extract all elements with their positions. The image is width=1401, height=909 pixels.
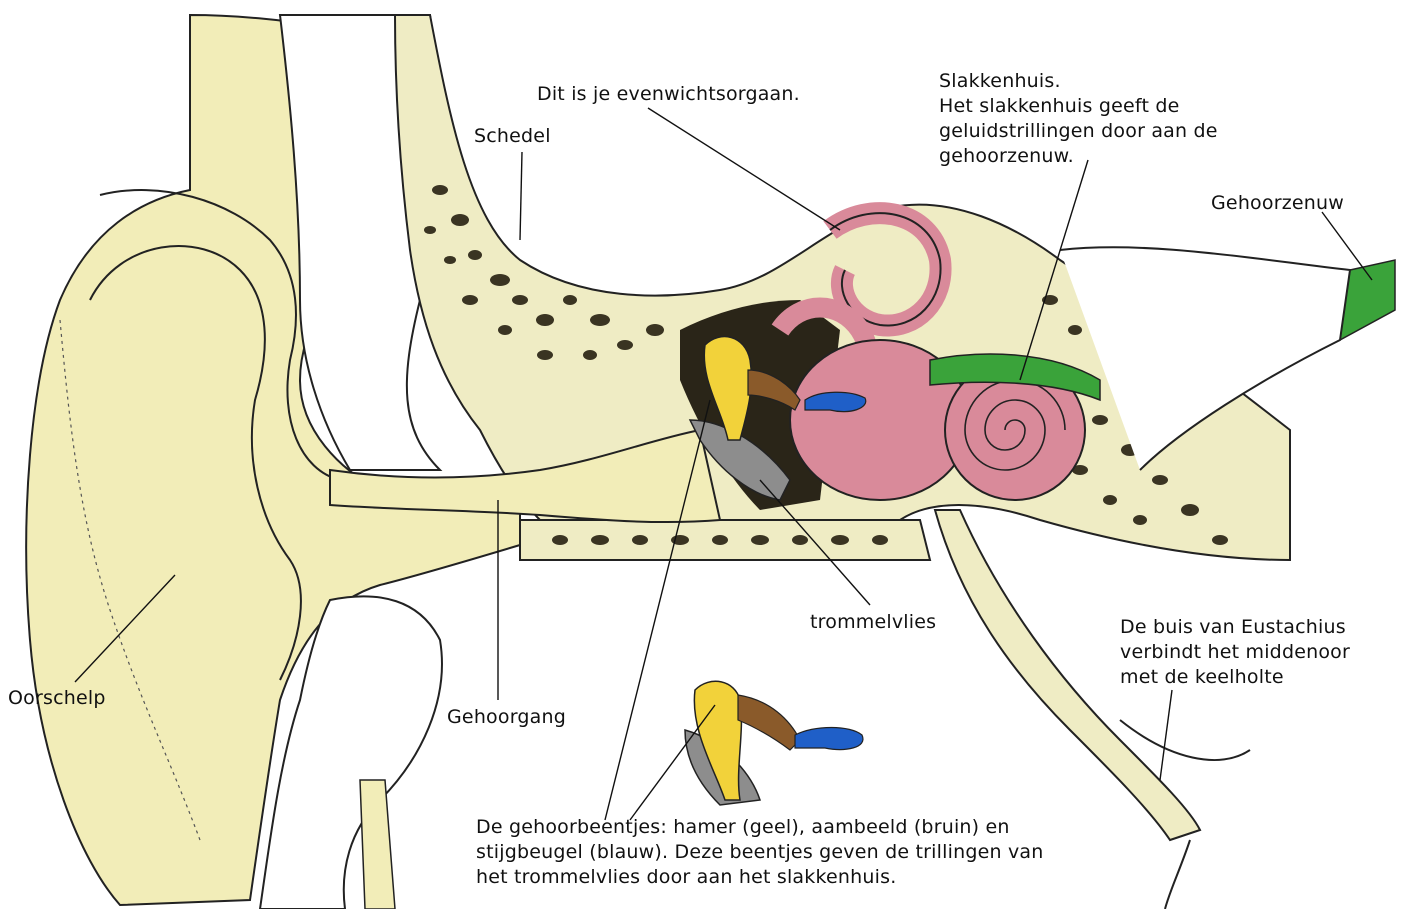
jaw-bone-strip [360, 780, 395, 909]
throat-outline [1120, 720, 1250, 760]
label-evenwichtsorgaan: Dit is je evenwichtsorgaan. [537, 82, 800, 107]
leader-evenwicht [648, 108, 840, 230]
label-oorschelp: Oorschelp [8, 686, 106, 711]
label-eustachius: De buis van Eustachius verbindt het midd… [1120, 615, 1350, 690]
label-schedel: Schedel [474, 124, 551, 149]
inset-stirrup [795, 728, 863, 750]
label-gehoorbeentjes: De gehoorbeentjes: hamer (geel), aambeel… [476, 815, 1044, 890]
label-gehoorgang: Gehoorgang [447, 705, 566, 730]
stirrup [805, 392, 866, 411]
throat-lower-outline [1165, 840, 1190, 909]
label-gehoorzenuw: Gehoorzenuw [1211, 191, 1344, 216]
inset-ossicles [685, 681, 863, 805]
inset-anvil [738, 695, 800, 750]
label-trommelvlies: trommelvlies [810, 610, 936, 635]
leader-schedel [520, 152, 522, 240]
label-slakkenhuis: Slakkenhuis. Het slakkenhuis geeft de ge… [939, 69, 1218, 169]
leader-eustachius [1160, 690, 1172, 780]
